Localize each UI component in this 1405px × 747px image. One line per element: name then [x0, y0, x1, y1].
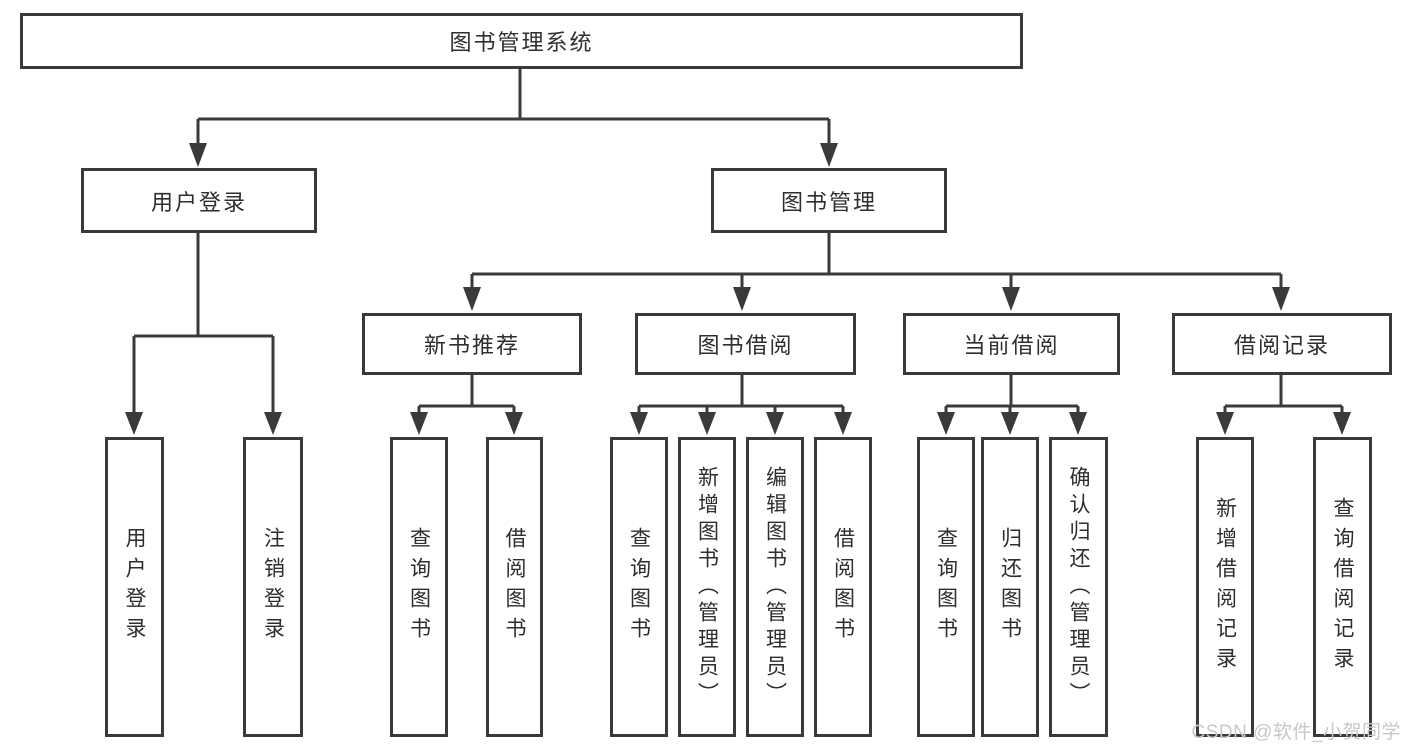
leaf-user-login-label: 用户登录 — [123, 527, 146, 647]
leaf-return-book: 归还图书 — [981, 437, 1039, 737]
leaf-borrow-books-borrow: 借阅图书 — [814, 437, 872, 737]
leaf-borrow-books-newbook: 借阅图书 — [486, 437, 543, 737]
node-root-label: 图书管理系统 — [449, 30, 594, 55]
leaf-borrow-books-newbook-label: 借阅图书 — [503, 527, 526, 647]
leaf-query-borrow-record-label: 查询借阅记录 — [1331, 497, 1354, 677]
leaf-add-book-admin-label: 新增图书（管理员） — [695, 465, 719, 709]
node-book-management-label: 图书管理 — [780, 189, 877, 215]
leaf-query-books-borrow-label: 查询图书 — [627, 527, 651, 647]
leaf-query-books-current: 查询图书 — [917, 437, 975, 737]
node-current-borrow: 当前借阅 — [903, 313, 1120, 375]
node-book-borrow: 图书借阅 — [635, 313, 856, 375]
leaf-query-books-current-label: 查询图书 — [934, 527, 958, 647]
node-user-login: 用户登录 — [81, 168, 317, 233]
leaf-query-books-newbook: 查询图书 — [390, 437, 448, 737]
leaf-return-book-label: 归还图书 — [998, 527, 1022, 647]
node-new-book-recommend: 新书推荐 — [362, 313, 582, 375]
leaf-edit-book-admin: 编辑图书（管理员） — [746, 437, 804, 737]
node-user-login-label: 用户登录 — [150, 189, 247, 215]
node-root: 图书管理系统 — [20, 13, 1023, 69]
leaf-logout-label: 注销登录 — [261, 527, 285, 647]
leaf-query-books-newbook-label: 查询图书 — [407, 527, 431, 647]
leaf-add-book-admin: 新增图书（管理员） — [678, 437, 736, 737]
node-book-management: 图书管理 — [711, 168, 947, 233]
leaf-user-login: 用户登录 — [105, 437, 164, 737]
leaf-logout: 注销登录 — [243, 437, 303, 737]
leaf-confirm-return-admin: 确认归还（管理员） — [1049, 437, 1108, 737]
leaf-borrow-books-borrow-label: 借阅图书 — [831, 527, 855, 647]
leaf-query-borrow-record: 查询借阅记录 — [1313, 437, 1372, 737]
arrowheads — [125, 143, 1351, 435]
node-new-book-recommend-label: 新书推荐 — [423, 333, 520, 358]
node-book-borrow-label: 图书借阅 — [697, 333, 794, 358]
node-borrow-records-label: 借阅记录 — [1233, 333, 1330, 358]
leaf-confirm-return-admin-label: 确认归还（管理员） — [1067, 465, 1090, 709]
leaf-edit-book-admin-label: 编辑图书（管理员） — [763, 465, 787, 709]
leaf-query-books-borrow: 查询图书 — [610, 437, 668, 737]
leaf-add-borrow-record-label: 新增借阅记录 — [1213, 497, 1237, 677]
node-borrow-records: 借阅记录 — [1172, 313, 1392, 375]
watermark: CSDN @软件_小贺同学 — [1191, 722, 1401, 743]
leaf-add-borrow-record: 新增借阅记录 — [1196, 437, 1254, 737]
node-current-borrow-label: 当前借阅 — [963, 333, 1060, 358]
